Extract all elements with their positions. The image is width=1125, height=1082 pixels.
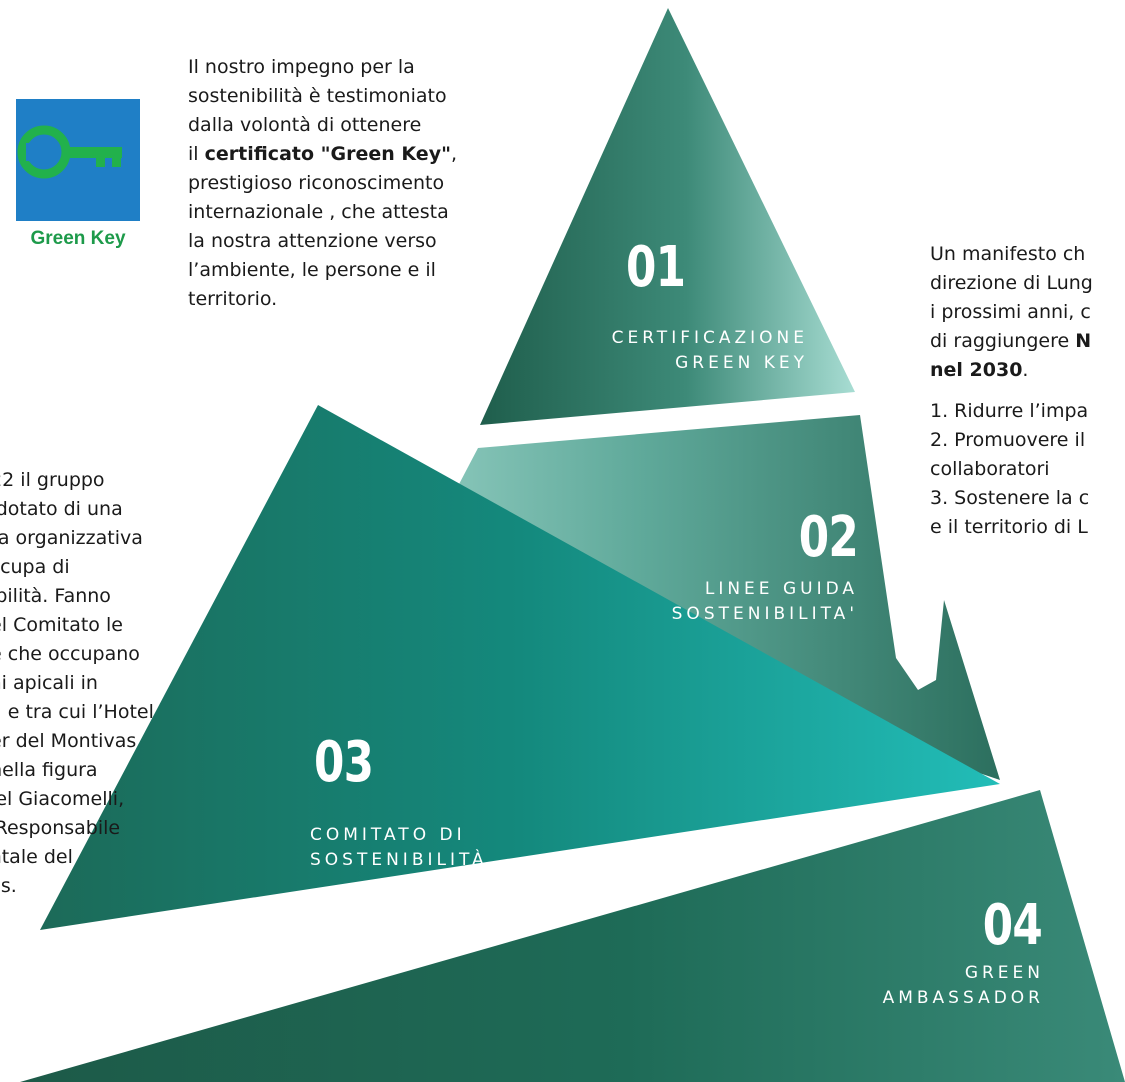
step-02-title: LINEE GUIDA SOSTENIBILITA' (588, 577, 858, 627)
manifesto-line: Un manifesto ch (930, 243, 1086, 265)
committee-line: e dotato di una (0, 498, 123, 520)
committee-line: il Responsabile (0, 817, 121, 839)
committee-line: niel Giacomelli, (0, 788, 125, 810)
committee-line: ne che occupano (0, 643, 140, 665)
committee-line: , nella figura (0, 759, 98, 781)
manifesto-list-item: 3. Sostenere la c (930, 487, 1090, 509)
manifesto-list: 1. Ridurre l’impa 2. Promuovere il colla… (930, 397, 1093, 542)
committee-line: entale del (0, 846, 73, 868)
intro-line: internazionale , che attesta (188, 201, 449, 223)
manifesto-list-item: 2. Promuovere il (930, 429, 1086, 451)
step-04-title: GREEN AMBASSADOR (760, 961, 1044, 1011)
manifesto-line-bold-end: di raggiungere N (930, 330, 1092, 352)
intro-paragraph: Il nostro impegno per la sostenibilità è… (188, 53, 457, 314)
manifesto-list-item: e il territorio di L (930, 516, 1088, 538)
step-03-title-line: SOSTENIBILITÀ (310, 850, 488, 870)
mountain-layer-03 (40, 405, 1000, 930)
intro-line: territorio. (188, 288, 278, 310)
committee-line: vas. (0, 875, 17, 897)
green-key-label: Green Key (30, 228, 126, 249)
green-key-certificate-emphasis: certificato "Green Key" (204, 143, 451, 165)
intro-line: sostenibilità è testimoniato (188, 85, 447, 107)
committee-line: ger del Montivas (0, 730, 137, 752)
green-key-logo (16, 99, 140, 221)
manifesto-list-item: 1. Ridurre l’impa (930, 400, 1089, 422)
committee-line: nibilità. Fanno (0, 585, 111, 607)
step-04-title-line: AMBASSADOR (882, 988, 1044, 1008)
step-01-title-line: CERTIFICAZIONE (611, 328, 808, 348)
step-01-number: 01 (626, 235, 686, 300)
intro-line: la nostra attenzione verso (188, 230, 437, 252)
committee-line: ura organizzativa (0, 527, 143, 549)
step-01-title-line: GREEN KEY (675, 353, 808, 373)
mountain-layer-04 (20, 790, 1125, 1082)
step-04-number: 04 (982, 893, 1043, 958)
step-03-title-line: COMITATO DI (310, 825, 466, 845)
step-01-title: CERTIFICAZIONE GREEN KEY (538, 326, 808, 376)
intro-line-bold: il certificato "Green Key", (188, 143, 458, 165)
mountain-layer-02 (350, 415, 1000, 780)
manifesto-paragraph: Un manifesto ch direzione di Lung i pros… (930, 240, 1093, 542)
step-02-title-line: SOSTENIBILITA' (671, 604, 858, 624)
committee-line: occupa di (0, 556, 70, 578)
intro-line: prestigioso riconoscimento (188, 172, 445, 194)
committee-paragraph: 022 il gruppo e dotato di una ura organi… (0, 466, 154, 901)
intro-line: l’ambiente, le persone e il (188, 259, 436, 281)
step-02-number: 02 (798, 505, 859, 570)
step-03-number: 03 (314, 730, 374, 795)
committee-line: del Comitato le (0, 614, 123, 636)
manifesto-line-bold: nel 2030. (930, 359, 1029, 381)
manifesto-list-item: collaboratori (930, 458, 1050, 480)
step-04-title-line: GREEN (964, 963, 1044, 983)
mountain-layer-01 (480, 8, 855, 425)
intro-line: Il nostro impegno per la (188, 56, 415, 78)
committee-line: da e tra cui l’Hotel (0, 701, 154, 723)
intro-line: dalla volontà di ottenere (188, 114, 422, 136)
step-03-title: COMITATO DI SOSTENIBILITÀ (310, 823, 488, 873)
manifesto-line: i prossimi anni, c (930, 301, 1091, 323)
step-02-title-line: LINEE GUIDA (704, 579, 858, 599)
committee-line: oni apicali in (0, 672, 98, 694)
manifesto-line: direzione di Lung (930, 272, 1093, 294)
committee-line: 022 il gruppo (0, 469, 105, 491)
key-icon (17, 125, 122, 179)
